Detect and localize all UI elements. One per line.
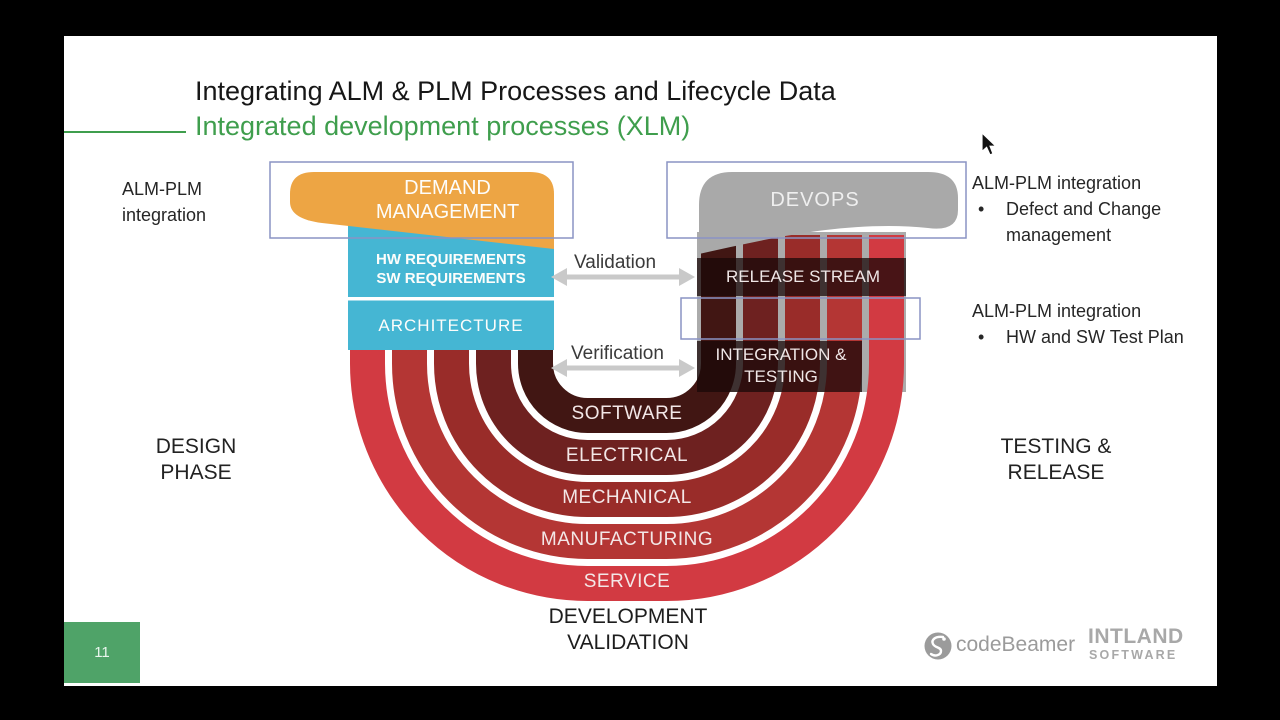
intland-logo-line2: SOFTWARE (1089, 648, 1178, 662)
slide-title: Integrating ALM & PLM Processes and Life… (195, 76, 836, 106)
verification-label: Verification (571, 343, 664, 364)
validation-label: Validation (574, 252, 657, 273)
ring-label-software: SOFTWARE (571, 403, 683, 424)
ring-mechanical (434, 235, 820, 517)
ring-label-mechanical: MECHANICAL (562, 487, 692, 508)
ring-manufacturing (392, 235, 862, 559)
page-number-badge: 11 (64, 622, 140, 683)
annotation-alm-plm-right-top: ALM-PLM integration • Defect and Change … (972, 170, 1187, 248)
ring-service (350, 235, 904, 601)
demand-management-label: DEMAND MANAGEMENT (375, 177, 520, 223)
release-stream-label: RELEASE STREAM (726, 267, 880, 286)
intland-logo-line1: INTLAND (1088, 625, 1184, 648)
annotation-alm-plm-right-middle: ALM-PLM integration • HW and SW Test Pla… (972, 298, 1202, 350)
integration-testing-band (697, 341, 862, 392)
release-stream-band (697, 258, 906, 296)
ring-label-manufacturing: MANUFACTURING (540, 529, 714, 550)
annotation-alm-plm-left: ALM-PLM integration (122, 179, 207, 225)
devops-outline-box (666, 161, 967, 239)
architecture-label: ARCHITECTURE (378, 316, 524, 335)
slide-subtitle: Integrated development processes (XLM) (195, 111, 691, 141)
demand-management-shape (290, 172, 554, 249)
bullet-item: • HW and SW Test Plan (972, 324, 1202, 350)
testing-release-caption: TESTING & RELEASE (1000, 435, 1112, 484)
verification-arrow (551, 359, 695, 377)
codebeamer-logo-text: codeBeamer (956, 633, 1076, 656)
design-phase-caption: DESIGN PHASE (155, 435, 237, 484)
requirements-architecture-divider (348, 297, 554, 301)
requirements-label: HW REQUIREMENTS SW REQUIREMENTS (376, 251, 526, 287)
integration-testing-label: INTEGRATION & TESTING (715, 345, 847, 386)
bullet-icon: • (978, 327, 985, 347)
accent-underline (64, 131, 186, 133)
codebeamer-logo-icon (924, 632, 952, 660)
ring-electrical (476, 235, 778, 475)
testplan-outline-box (680, 297, 921, 340)
bullet-icon: • (978, 199, 985, 219)
validation-arrow (551, 268, 695, 286)
ring-label-service: SERVICE (583, 571, 671, 592)
demand-outline-box (269, 161, 574, 239)
bullet-item: • Defect and Change management (972, 196, 1187, 248)
devops-shape (699, 172, 958, 254)
ring-label-electrical: ELECTRICAL (565, 445, 689, 466)
development-validation-caption: DEVELOPMENT VALIDATION (548, 605, 708, 654)
devops-label: DEVOPS (770, 189, 860, 211)
mouse-cursor (981, 131, 998, 156)
